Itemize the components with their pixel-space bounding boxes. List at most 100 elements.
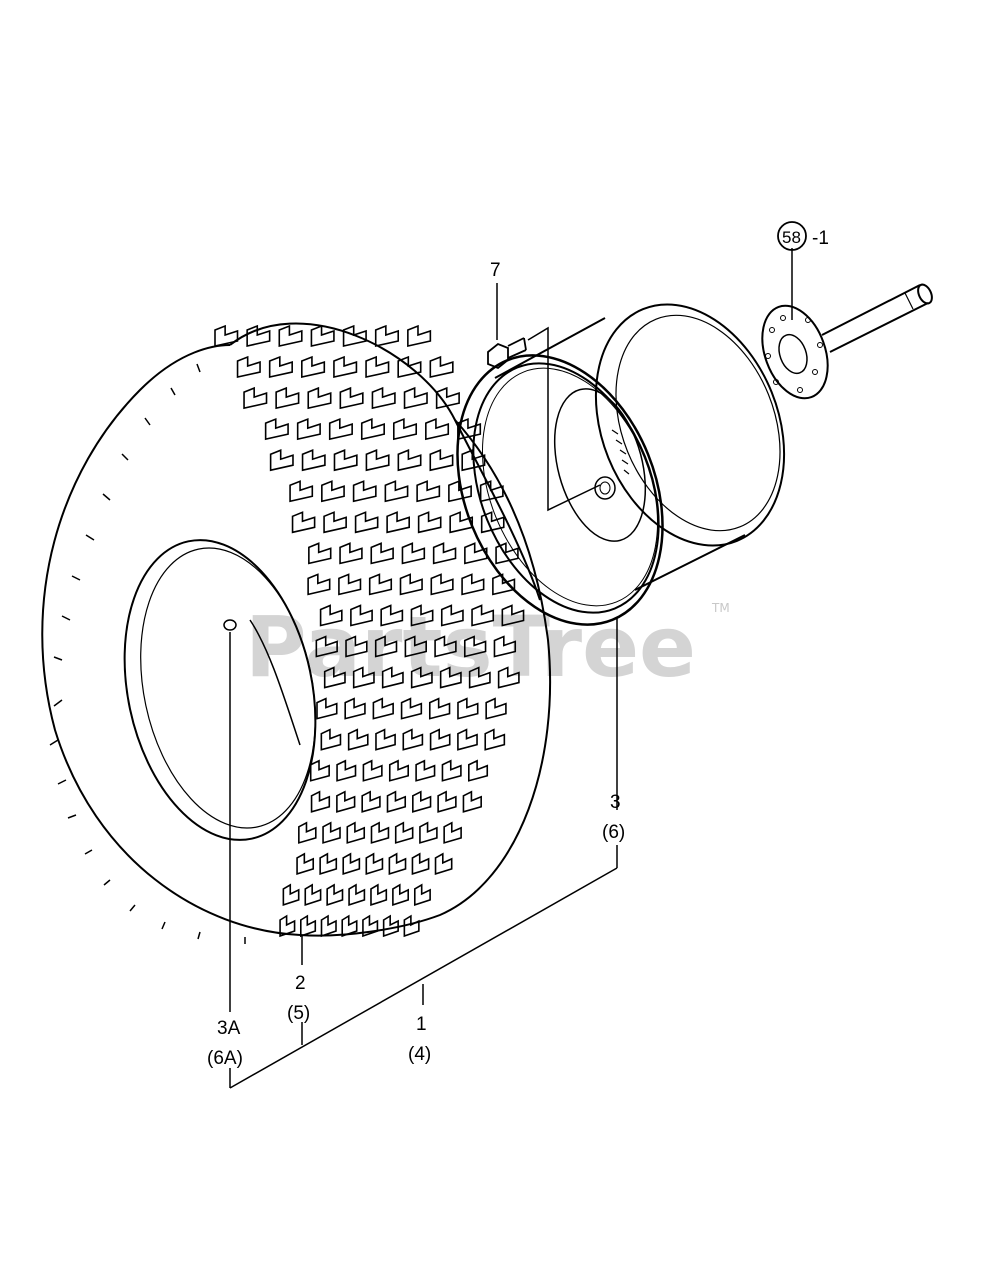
tread-block	[484, 728, 506, 751]
tread-block	[309, 759, 330, 782]
tread-block	[310, 790, 331, 813]
tread-block	[291, 511, 316, 534]
tread-block	[370, 821, 390, 844]
tread-block	[401, 542, 426, 565]
tread-block	[471, 604, 495, 627]
tread-block	[429, 355, 454, 379]
rim-center-hole	[594, 476, 616, 500]
tread-block	[264, 417, 289, 441]
callouts: 7 58 -1 3 (6) 2 (5) 3A (6A) 1 (4)	[207, 221, 829, 1069]
tread-block	[441, 759, 462, 782]
tread-block	[214, 324, 239, 347]
callout-rim-number: 3	[610, 792, 621, 813]
tread-block	[397, 449, 422, 472]
tire-outer-sidewall	[41, 344, 301, 936]
tread-block	[429, 449, 454, 472]
tread-block	[362, 759, 383, 782]
tread-block	[404, 635, 427, 658]
tread-block	[434, 635, 457, 658]
tread-block	[365, 355, 390, 379]
rim-center-disc	[553, 388, 647, 542]
tread-block	[440, 604, 464, 627]
tire-inner-bead-2	[140, 547, 316, 829]
rim-back-flange	[594, 303, 786, 547]
tread-block	[362, 914, 379, 938]
tread-block	[307, 386, 332, 410]
leader-bolt-to-hole	[527, 326, 601, 512]
tread-block	[468, 759, 489, 782]
bolt-thread	[523, 337, 527, 351]
callout-valve-alt: (6A)	[207, 1048, 243, 1069]
axle-shaft-bottom	[829, 302, 929, 353]
tread-block	[278, 324, 303, 347]
rim-disc-shading	[611, 429, 630, 475]
tread-block	[360, 417, 385, 441]
tread-block	[399, 573, 423, 596]
tread-block	[304, 883, 322, 907]
leader-lines	[229, 248, 793, 1089]
tread-block	[323, 511, 347, 534]
bolt-shank-top	[507, 337, 525, 347]
tread-block	[493, 635, 517, 658]
tread-block	[365, 852, 384, 875]
tread-block	[495, 542, 519, 565]
tread-block	[319, 604, 343, 627]
tread-block	[411, 852, 430, 875]
tread-block	[394, 821, 414, 844]
tread-block	[374, 635, 398, 658]
tread-block	[326, 883, 344, 907]
rim-center-hole-inner	[599, 481, 611, 495]
tread-block	[410, 666, 433, 689]
tread-block	[345, 635, 368, 658]
tread-block	[384, 480, 409, 503]
bolt-shank-bottom	[507, 349, 527, 359]
tread-block	[386, 511, 410, 534]
tread-block	[415, 759, 436, 782]
tread-block	[412, 790, 432, 813]
tread-block	[434, 852, 453, 875]
tread-block	[410, 604, 434, 627]
tread-block	[501, 604, 525, 627]
tread-block	[350, 604, 373, 627]
tread-block	[323, 666, 346, 689]
tread-block	[419, 821, 438, 844]
tread-block	[342, 324, 367, 347]
tread-block	[432, 542, 457, 565]
rim-barrel-bottom	[634, 534, 746, 591]
tread-block	[371, 386, 396, 410]
tread-block	[413, 883, 431, 907]
tread-block	[336, 759, 357, 782]
tread-block	[461, 449, 486, 472]
callout-bolt-number: 7	[490, 260, 501, 281]
watermark-trademark: TM	[711, 601, 730, 615]
hub-axle-drawing	[761, 283, 933, 400]
tread-block	[246, 324, 271, 347]
tread-block	[316, 697, 338, 720]
tread-block	[282, 883, 300, 907]
tread-block	[397, 355, 422, 379]
tread-block	[407, 324, 432, 347]
tread-block	[462, 790, 482, 813]
tread-block	[308, 542, 332, 565]
tread-block	[461, 573, 485, 596]
tread-block	[437, 790, 457, 813]
tire-back-edge	[299, 419, 552, 937]
tread-block	[457, 697, 479, 720]
tire-crown-top	[229, 322, 541, 601]
tread-block	[430, 573, 454, 596]
tread-block	[328, 417, 353, 441]
tread-block	[269, 449, 294, 472]
tread-block	[480, 511, 505, 534]
tread-block	[381, 666, 404, 689]
tread-block	[425, 417, 450, 441]
callout-tire-alt: (5)	[287, 1003, 310, 1024]
tread-block	[492, 573, 516, 596]
tread-block	[497, 666, 520, 689]
tread-block	[417, 511, 442, 534]
tread-block	[339, 542, 363, 565]
tread-block	[416, 480, 441, 503]
tread-block	[374, 324, 400, 347]
tread-block	[428, 697, 451, 720]
leader-assembly-bracket	[229, 867, 618, 1089]
tread-block	[296, 417, 321, 441]
